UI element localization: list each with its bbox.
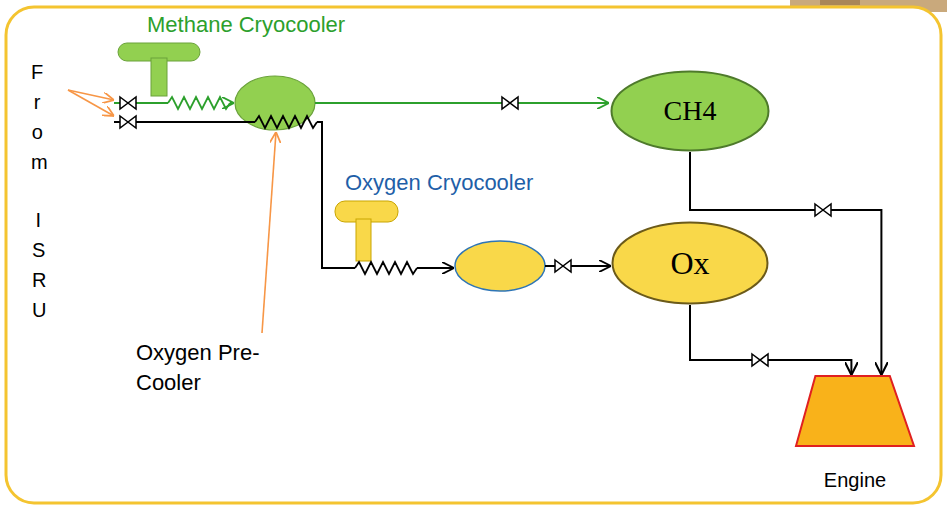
valve-symbol: [752, 354, 768, 366]
methane-tank-outline: [610, 70, 770, 152]
component-label: Methane Cryocooler: [147, 12, 345, 37]
leader-arrow: [68, 90, 114, 116]
engine-nozzle: [796, 376, 914, 446]
valve-symbol: [120, 116, 136, 128]
tank-ellipse: [613, 223, 768, 304]
leader-arrow: [68, 90, 114, 100]
engine-outline: [795, 375, 915, 447]
feed-line: [417, 267, 454, 269]
oxygen-tank: Ox: [611, 221, 769, 305]
heat-exchanger-coil: [355, 262, 417, 274]
leader-arrow: [262, 132, 276, 333]
pipe-connector: [690, 305, 851, 375]
feed-line: [315, 102, 609, 104]
feed-line: [230, 102, 234, 104]
node-text: CH4: [664, 95, 717, 127]
panel-frame: [6, 7, 941, 503]
component-label: Oxygen Pre-Cooler: [136, 338, 261, 398]
oxygen-tank-outline: [611, 221, 769, 305]
photo-fragment: [820, 0, 860, 5]
tank-ellipse: [612, 72, 769, 151]
label-position: Oxygen Cryocooler: [345, 170, 533, 195]
vertical-label: ISRU: [32, 205, 44, 325]
heat-exchanger-coil: [255, 116, 317, 128]
engine: Engine: [795, 375, 915, 492]
component-label: Oxygen Cryocooler: [345, 170, 533, 195]
label-position: ISRU: [32, 205, 44, 325]
feed-line: [317, 122, 355, 268]
cryocooler-icon: [151, 58, 167, 96]
cryocooler-icon: [356, 219, 371, 261]
valve-symbol: [502, 97, 518, 109]
methane-tank: CH4: [610, 70, 770, 152]
valve-symbol: [815, 204, 831, 216]
label-position: Oxygen Pre-Cooler: [136, 338, 261, 398]
vertical-label: From: [31, 57, 43, 177]
label-position: Methane Cryocooler: [147, 12, 345, 37]
node-text: Ox: [670, 245, 709, 282]
valve-symbol: [555, 260, 571, 272]
valve-symbol: [120, 97, 136, 109]
label-position: From: [31, 57, 43, 177]
pipe-connector: [690, 152, 881, 375]
heat-exchanger-coil: [168, 97, 230, 109]
node-text: Engine: [795, 469, 915, 492]
buffer-tank: [455, 241, 545, 291]
